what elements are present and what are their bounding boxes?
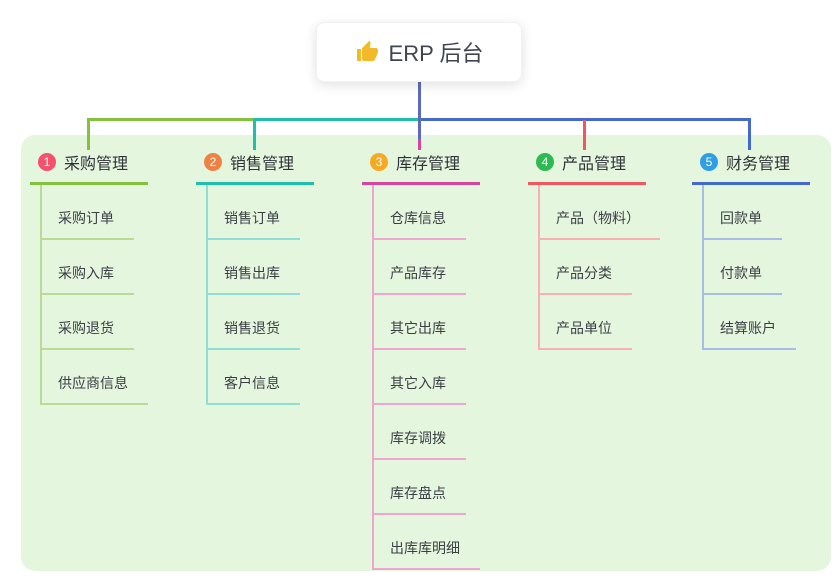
branch-label: 财务管理 (726, 156, 791, 173)
child-node[interactable]: 付款单 (704, 240, 782, 295)
child-node[interactable]: 销售退货 (208, 295, 300, 350)
branch-label: 产品管理 (562, 156, 627, 173)
child-node[interactable]: 采购订单 (42, 185, 134, 240)
branch-children: 仓库信息 产品库存 其它出库 其它入库 库存调拨 库存盘点 出库库明细 (372, 185, 480, 570)
branch-header-inventory[interactable]: 3 库存管理 (362, 146, 481, 185)
connector-horizontal-purchase (87, 118, 253, 121)
child-node[interactable]: 供应商信息 (42, 350, 148, 405)
branch-label: 销售管理 (230, 156, 295, 173)
branch-children: 销售订单 销售出库 销售退货 客户信息 (206, 185, 300, 405)
connector-drop-finance (748, 120, 751, 150)
branch-children: 回款单 付款单 结算账户 (702, 185, 796, 350)
root-connector-line (418, 82, 421, 139)
branch-header-purchase[interactable]: 1 采购管理 (30, 146, 149, 185)
branch-children: 产品（物料） 产品分类 产品单位 (538, 185, 660, 350)
branch-purchase: 1 采购管理 采购订单 采购入库 采购退货 供应商信息 (30, 146, 149, 405)
child-node[interactable]: 仓库信息 (374, 185, 466, 240)
branch-label: 库存管理 (396, 156, 461, 173)
child-node[interactable]: 库存盘点 (374, 460, 466, 515)
branch-label: 采购管理 (64, 156, 129, 173)
root-title: ERP 后台 (388, 41, 484, 66)
branch-number-badge: 3 (370, 153, 388, 171)
branch-number-badge: 4 (536, 153, 554, 171)
child-node[interactable]: 产品分类 (540, 240, 632, 295)
connector-drop-purchase (87, 120, 90, 150)
branch-header-sales[interactable]: 2 销售管理 (196, 146, 315, 185)
child-node[interactable]: 库存调拨 (374, 405, 466, 460)
branch-inventory: 3 库存管理 仓库信息 产品库存 其它出库 其它入库 库存调拨 库存盘点 出库库… (362, 146, 481, 570)
child-node[interactable]: 客户信息 (208, 350, 300, 405)
branch-children: 采购订单 采购入库 采购退货 供应商信息 (40, 185, 148, 405)
connector-drop-product (583, 120, 586, 150)
branch-sales: 2 销售管理 销售订单 销售出库 销售退货 客户信息 (196, 146, 315, 405)
child-node[interactable]: 销售出库 (208, 240, 300, 295)
connector-horizontal-finance (419, 118, 751, 121)
child-node[interactable]: 产品（物料） (540, 185, 660, 240)
branch-header-product[interactable]: 4 产品管理 (528, 146, 647, 185)
child-node[interactable]: 产品单位 (540, 295, 632, 350)
connector-drop-sales (253, 120, 256, 150)
branch-number-badge: 1 (38, 153, 56, 171)
branch-header-finance[interactable]: 5 财务管理 (692, 146, 811, 185)
child-node[interactable]: 其它入库 (374, 350, 466, 405)
child-node[interactable]: 其它出库 (374, 295, 466, 350)
child-node[interactable]: 销售订单 (208, 185, 300, 240)
root-node[interactable]: ERP 后台 (316, 22, 522, 82)
branches-panel (21, 135, 831, 571)
child-node[interactable]: 产品库存 (374, 240, 466, 295)
child-node[interactable]: 采购退货 (42, 295, 134, 350)
child-node[interactable]: 回款单 (704, 185, 782, 240)
branch-number-badge: 2 (204, 153, 222, 171)
branch-finance: 5 财务管理 回款单 付款单 结算账户 (692, 146, 811, 350)
connector-horizontal-sales (253, 118, 419, 121)
thumb-up-icon (355, 40, 379, 64)
branch-product: 4 产品管理 产品（物料） 产品分类 产品单位 (528, 146, 660, 350)
child-node[interactable]: 出库库明细 (374, 515, 480, 570)
branch-number-badge: 5 (700, 153, 718, 171)
child-node[interactable]: 采购入库 (42, 240, 134, 295)
child-node[interactable]: 结算账户 (704, 295, 796, 350)
